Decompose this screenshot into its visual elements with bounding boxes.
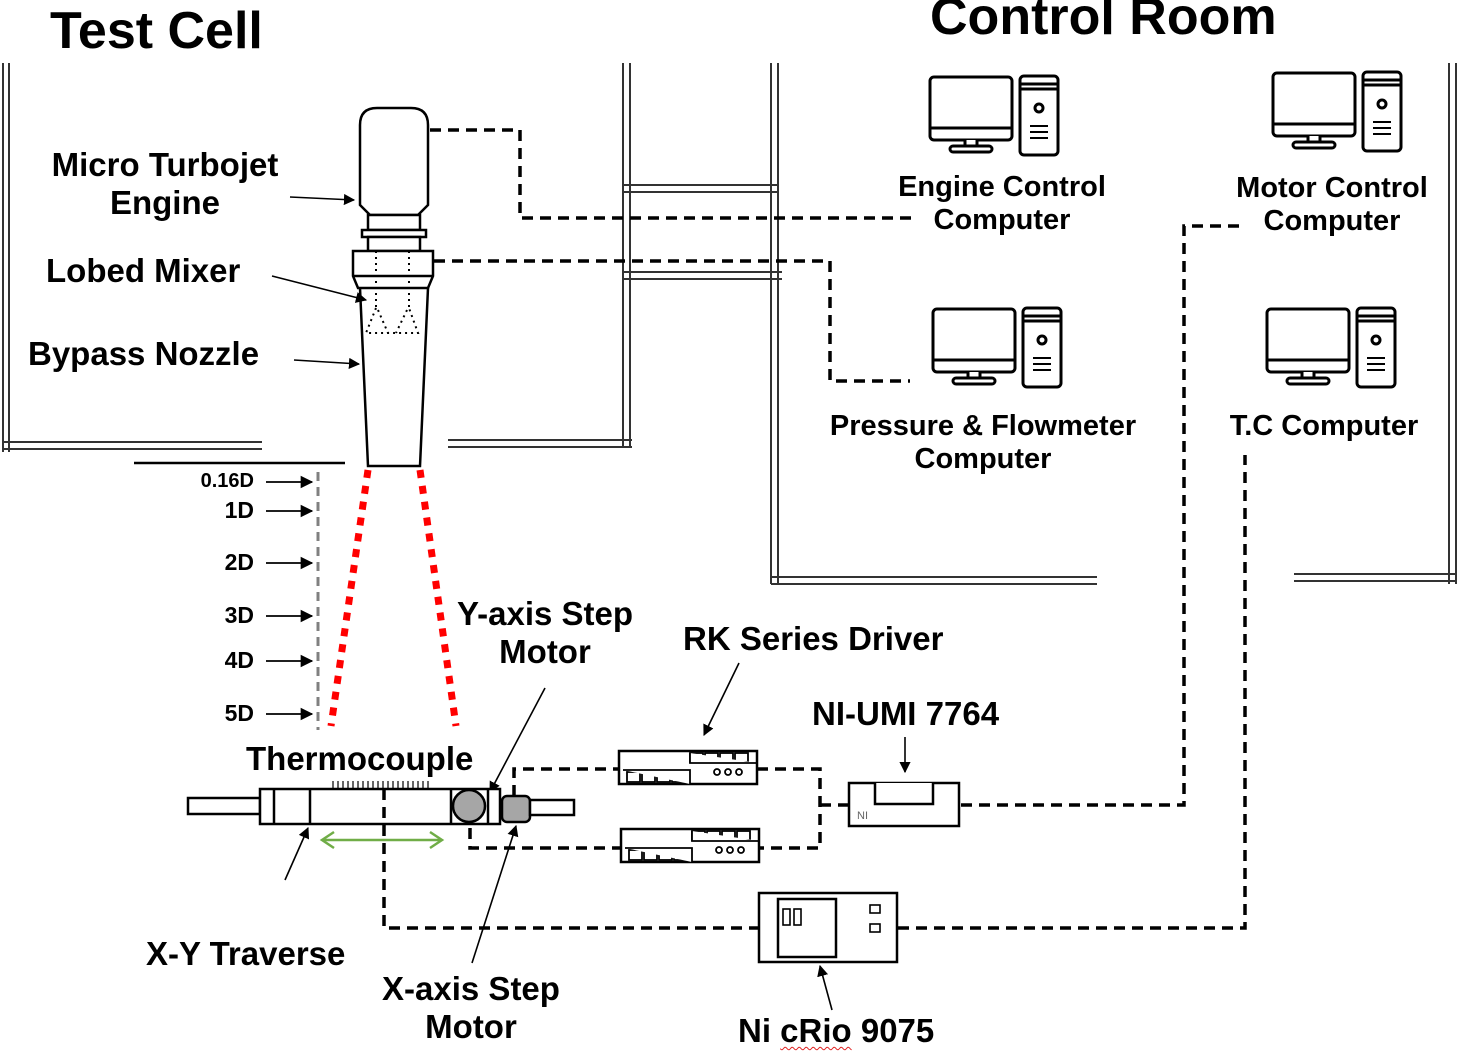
tc-computer-icon <box>1265 306 1397 389</box>
y-motor-label-line2: Motor <box>499 632 591 670</box>
computers <box>928 70 1403 389</box>
station-arrows <box>266 475 314 721</box>
station-label: 5D <box>224 700 254 726</box>
wire-crio-to-tc-computer <box>898 455 1247 930</box>
wire-umi-to-motor-control <box>961 224 1242 807</box>
station-label: 3D <box>224 602 254 628</box>
y-axis-step-motor <box>451 788 487 824</box>
pressure-flowmeter-computer-icon <box>931 306 1063 389</box>
motor-computer-label-line2: Computer <box>1263 205 1401 238</box>
station-label: 0.16D <box>200 470 254 492</box>
wire-x-motor-to-driver-2 <box>468 828 621 850</box>
test-cell-left-wall <box>2 63 262 452</box>
xy-traverse <box>186 787 576 826</box>
rk-driver-2 <box>619 827 761 864</box>
engine-computer-label-line1: Engine Control <box>898 171 1106 203</box>
station-label: 1D <box>224 497 254 523</box>
wire-y-motor-to-driver-1 <box>512 767 619 796</box>
lobed-mixer <box>351 249 435 334</box>
x-axis-step-motor-label: X-axis Step Motor <box>370 970 572 1046</box>
wire-mixer-to-pressure-computer <box>434 259 910 383</box>
xy-traverse-label: X-Y Traverse <box>146 935 346 972</box>
mixer-leader-arrow <box>271 275 368 303</box>
wire-drivers-to-umi <box>757 767 849 850</box>
crio-label: Ni cRio 9075 <box>738 1012 934 1050</box>
bypass-nozzle-label: Bypass Nozzle <box>28 335 260 372</box>
corridor-walls <box>623 184 782 280</box>
y-motor-label-line1: Y-axis Step <box>456 595 634 632</box>
test-cell-title: Test Cell <box>50 2 263 60</box>
engine-leader-arrow <box>289 193 356 206</box>
micro-turbojet-engine <box>358 106 430 253</box>
lobed-mixer-label: Lobed Mixer <box>46 252 241 289</box>
thermocouple-label: Thermocouple <box>246 740 474 777</box>
ni-umi-7764 <box>847 781 961 828</box>
motor-control-computer-icon <box>1271 70 1403 153</box>
crio-name: cRio <box>780 1012 852 1049</box>
x-motor-label-line1: X-axis Step <box>382 970 560 1007</box>
motor-control-computer-label: Motor Control Computer <box>1214 172 1450 239</box>
jet-boundary-right <box>416 469 460 727</box>
jet-boundary <box>327 469 460 727</box>
traverse-direction-arrow <box>319 830 445 850</box>
crio-prefix: Ni <box>738 1012 781 1049</box>
traverse-leader-arrow <box>284 826 310 881</box>
engine-control-computer-icon <box>928 74 1060 157</box>
micro-turbojet-label: Micro Turbojet Engine <box>36 146 294 222</box>
ni-umi-mark: NI <box>857 810 868 822</box>
rk-driver-label: RK Series Driver <box>683 620 944 657</box>
engine-computer-label-line2: Computer <box>933 204 1071 237</box>
pressure-computer-label-line2: Computer <box>914 443 1052 476</box>
test-cell-right-wall <box>448 63 632 448</box>
nozzle-leader-arrow <box>293 357 361 369</box>
y-motor-leader-arrow <box>489 687 546 793</box>
wire-engine-to-engine-control <box>430 128 912 220</box>
thermocouple-probes <box>332 781 429 789</box>
traverse-rail-left <box>186 796 262 816</box>
crio-leader-arrow <box>817 964 833 1011</box>
ni-crio-9075 <box>757 891 899 964</box>
crio-suffix: 9075 <box>851 1012 935 1049</box>
traverse-rail-right <box>528 798 576 817</box>
micro-turbojet-label-line1: Micro Turbojet <box>51 146 279 183</box>
y-axis-step-motor-label: Y-axis Step Motor <box>445 595 645 671</box>
rk-driver-1 <box>617 749 759 786</box>
rk-driver-leader-arrow <box>703 662 740 737</box>
leader-arrows <box>271 193 911 1011</box>
signal-wires <box>382 128 1247 930</box>
walls <box>2 63 1457 585</box>
x-motor-label-line2: Motor <box>425 1007 517 1045</box>
pressure-flowmeter-computer-label: Pressure & Flowmeter Computer <box>806 410 1160 477</box>
x-axis-step-motor <box>500 794 532 824</box>
jet-boundary-left <box>327 469 372 727</box>
engine-control-computer-label: Engine Control Computer <box>872 171 1132 238</box>
control-room-title: Control Room <box>930 0 1277 46</box>
station-label: 2D <box>224 549 254 575</box>
motor-computer-label-line1: Motor Control <box>1236 172 1428 204</box>
bypass-nozzle <box>358 287 430 468</box>
wire-traverse-to-crio <box>382 789 759 930</box>
micro-turbojet-label-line2: Engine <box>109 183 220 221</box>
ni-umi-label: NI-UMI 7764 <box>812 695 1000 732</box>
station-label: 4D <box>224 647 254 673</box>
tc-computer-label: T.C Computer <box>1229 410 1419 442</box>
control-room-walls <box>770 63 1457 585</box>
pressure-computer-label-line1: Pressure & Flowmeter <box>829 410 1137 442</box>
